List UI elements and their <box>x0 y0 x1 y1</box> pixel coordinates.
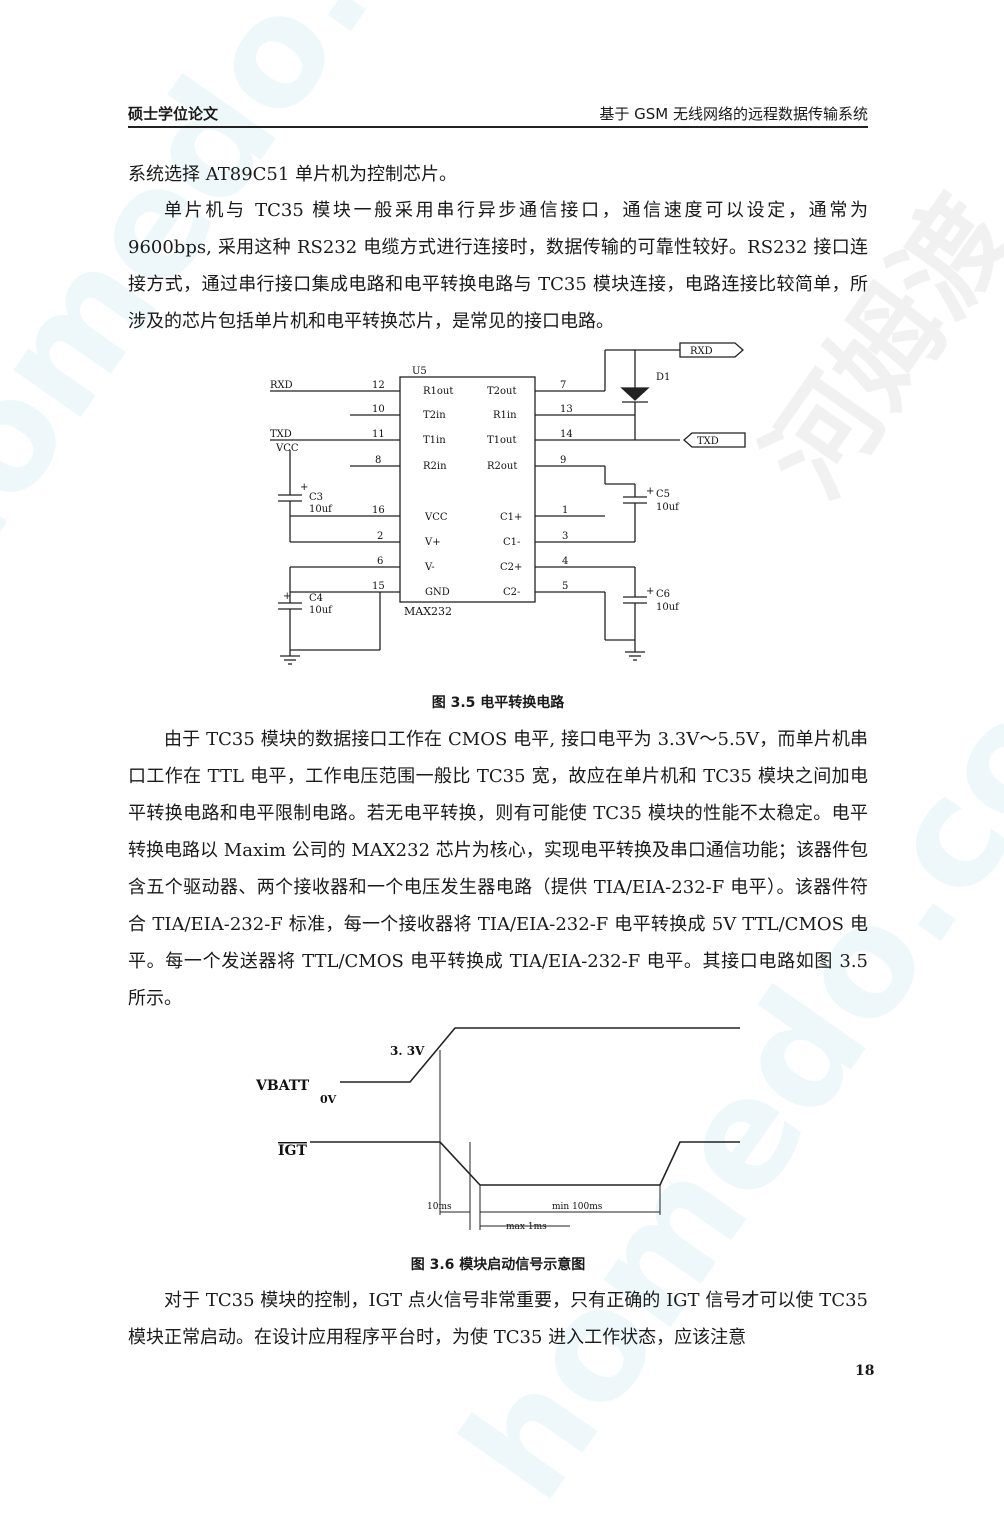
right-pin-num-3: 14 <box>560 429 573 440</box>
c5-ref: C5 <box>656 489 670 500</box>
paragraph-2: 单片机与 TC35 模块一般采用串行异步通信接口，通信速度可以设定，通常为 96… <box>128 200 868 332</box>
right-pin-num-4: 9 <box>560 455 566 466</box>
figure-3-5-circuit: U5 MAX232 12 R1out 10 T2in 11 T1in 8 R2i… <box>270 342 746 665</box>
c6-ref: C6 <box>656 589 670 600</box>
c6-plus: + <box>646 586 654 597</box>
left-pin-num-1: 12 <box>372 380 385 391</box>
left-pin-num-7: 6 <box>377 556 383 567</box>
left-pin-num-6: 2 <box>377 531 383 542</box>
header-rule <box>128 126 868 128</box>
left-pin-num-8: 15 <box>372 581 385 592</box>
figure-3-6-caption: 图 3.6 模块启动信号示意图 <box>410 1257 586 1273</box>
left-pin-name-5: VCC <box>424 512 448 523</box>
paragraph-1: 系统选择 AT89C51 单片机为控制芯片。 <box>128 164 458 185</box>
header-left: 硕士学位论文 <box>128 105 219 123</box>
c5-val: 10uf <box>656 502 680 513</box>
right-pin-name-5: C1+ <box>500 512 522 523</box>
paragraph-3: 由于 TC35 模块的数据接口工作在 CMOS 电平, 接口电平为 3.3V～5… <box>128 729 868 1009</box>
right-pin-name-1: T2out <box>487 386 517 397</box>
vbatt-label: VBATT <box>255 1078 310 1094</box>
figure-3-5-caption: 图 3.5 电平转换电路 <box>431 695 565 711</box>
c4-plus: + <box>283 591 291 602</box>
left-pin-num-4: 8 <box>375 455 381 466</box>
igt-label: IGT <box>278 1143 308 1159</box>
left-pin-name-7: V- <box>424 562 435 573</box>
right-pin-num-5: 1 <box>562 505 568 516</box>
c5-plus: + <box>646 486 654 497</box>
right-pin-num-7: 4 <box>562 556 568 567</box>
left-pin-name-3: T1in <box>423 435 446 446</box>
left-pin-name-2: T2in <box>423 410 446 421</box>
header-right: 基于 GSM 无线网络的远程数据传输系统 <box>599 105 868 123</box>
t10-label: 10ms <box>427 1202 452 1212</box>
right-pin-num-8: 5 <box>562 581 568 592</box>
figure-3-6-timing: VBATT 3. 3V 0V IGT 10ms min 100ms max 1m… <box>255 1027 740 1232</box>
right-pin-num-6: 3 <box>562 531 568 542</box>
right-pin-num-2: 13 <box>560 404 573 415</box>
net-txd-left: TXD <box>270 429 292 440</box>
v0-label: 0V <box>320 1093 337 1106</box>
c4-val: 10uf <box>309 605 333 616</box>
left-pin-num-2: 10 <box>372 404 385 415</box>
tmin-label: min 100ms <box>552 1202 603 1212</box>
net-rxd-left: RXD <box>270 380 293 391</box>
net-txd-right: TXD <box>697 436 719 447</box>
left-pin-name-6: V+ <box>424 537 441 548</box>
chip-name-label: MAX232 <box>404 605 452 618</box>
page-number: 18 <box>855 1363 875 1379</box>
right-pin-name-8: C2- <box>503 587 520 598</box>
tmax-label: max 1ms <box>506 1222 547 1232</box>
left-pin-name-4: R2in <box>423 461 447 472</box>
right-pin-name-4: R2out <box>487 461 517 472</box>
net-rxd-right: RXD <box>690 346 713 357</box>
left-pin-name-8: GND <box>425 587 450 598</box>
left-pin-name-1: R1out <box>423 386 453 397</box>
right-pin-num-1: 7 <box>560 380 566 391</box>
right-pin-name-7: C2+ <box>500 562 522 573</box>
c3-plus: + <box>300 482 308 493</box>
c6-val: 10uf <box>656 602 680 613</box>
diode-label: D1 <box>656 372 670 383</box>
left-pin-num-3: 11 <box>372 429 385 440</box>
right-pin-name-6: C1- <box>503 537 520 548</box>
max232-chip-body <box>399 376 536 603</box>
c3-ref: C3 <box>309 492 323 503</box>
v33-label: 3. 3V <box>390 1044 425 1058</box>
c3-val: 10uf <box>309 504 333 515</box>
paragraph-4: 对于 TC35 模块的控制，IGT 点火信号非常重要，只有正确的 IGT 信号才… <box>128 1290 868 1348</box>
c4-ref: C4 <box>309 593 323 604</box>
right-pin-name-2: R1in <box>493 410 517 421</box>
net-vcc: VCC <box>275 443 299 454</box>
left-pin-num-5: 16 <box>372 505 385 516</box>
chip-ref-label: U5 <box>412 366 427 377</box>
right-pin-name-3: T1out <box>487 435 517 446</box>
